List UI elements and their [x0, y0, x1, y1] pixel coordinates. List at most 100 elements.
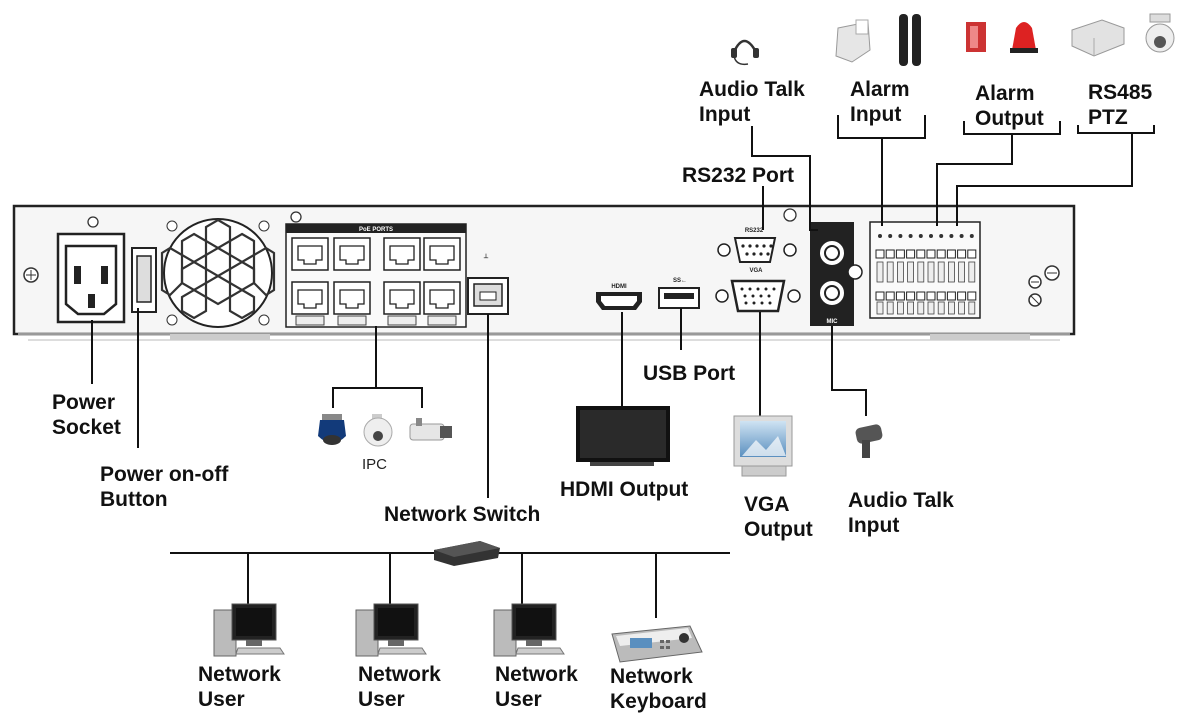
bullet-camera-icon	[409, 418, 452, 441]
network-user-pc-icon	[493, 603, 565, 657]
label-usb-port: USB Port	[643, 362, 736, 385]
mic-panel-label: MIC	[827, 319, 839, 325]
rj45-port-icon	[333, 281, 371, 315]
label-line: RS485	[1088, 81, 1153, 104]
rs232-panel-label: RS232	[745, 228, 764, 234]
poe-ports-label: PoE PORTS	[359, 227, 393, 233]
vga-crt-monitor-icon	[733, 415, 793, 477]
speed-dome-icon	[363, 414, 393, 447]
label-line: Audio Talk	[848, 489, 954, 512]
terminal-screw-icon	[916, 234, 926, 315]
rj45-port-icon	[423, 237, 461, 271]
dome-camera-icon	[318, 414, 346, 445]
label-network-user-3: Network User	[495, 662, 578, 712]
label-network-user-2: Network User	[358, 662, 441, 712]
terminal-screw-icon	[957, 234, 967, 315]
network-switch-icon	[434, 541, 500, 566]
label-line: User	[358, 688, 405, 711]
label-line: User	[495, 688, 542, 711]
fan-grille-icon	[160, 218, 276, 328]
network-user-pc-icon	[355, 603, 427, 657]
rj45-port-icon	[423, 281, 461, 315]
label-line: Input	[699, 103, 751, 126]
ptz-camera-icon	[1145, 13, 1175, 53]
alarm-terminal-block	[869, 221, 981, 319]
terminal-screw-icon	[906, 234, 916, 315]
label-line: Input	[848, 514, 900, 537]
label-audio-talk-input-top: Audio Talk Input	[699, 77, 805, 127]
network-keyboard-icon	[611, 625, 703, 663]
hdmi-monitor-icon	[576, 406, 670, 466]
terminal-screw-icon	[926, 234, 936, 315]
usb-port-icon: SS←	[658, 278, 700, 309]
label-line: Network	[495, 663, 578, 686]
audio-port-block: MIC	[810, 222, 854, 326]
siren-icon	[966, 22, 1038, 53]
label-line: Network	[358, 663, 441, 686]
usb-panel-label: SS←	[673, 278, 687, 284]
label-line: Alarm	[975, 82, 1035, 105]
label-line: Output	[975, 107, 1044, 130]
ptz-decoder-icon	[1071, 19, 1125, 57]
terminal-screw-icon	[895, 234, 905, 315]
label-line: PTZ	[1088, 106, 1128, 129]
connector-lines-top	[751, 115, 1155, 231]
label-line: Output	[744, 518, 813, 541]
label-network-user-1: Network User	[198, 662, 281, 712]
hdmi-port-icon: HDMI	[596, 284, 642, 310]
label-line: Network	[610, 665, 693, 688]
label-audio-talk-input-bottom: Audio Talk Input	[848, 488, 954, 538]
label-rs232-port: RS232 Port	[682, 164, 795, 187]
vga-panel-label: VGA	[749, 268, 763, 274]
label-hdmi-output: HDMI Output	[560, 478, 689, 501]
rj45-port-icon	[291, 237, 329, 271]
rj45-port-icon	[333, 237, 371, 271]
rs232-port-icon: RS232	[717, 228, 797, 263]
rj45-port-icon	[383, 281, 421, 315]
label-line: Power on-off	[100, 463, 229, 486]
beam-sensor-icon	[899, 14, 921, 66]
label-line: Button	[100, 488, 168, 511]
network-user-pc-icon	[213, 603, 285, 657]
screw-icon	[1044, 265, 1060, 281]
label-line: VGA	[744, 493, 790, 516]
label-power-button: Power on-off Button	[100, 462, 228, 512]
power-switch-icon	[131, 247, 157, 313]
network-port-icon: ⊥	[467, 253, 509, 315]
rj45-port-icon	[291, 281, 329, 315]
terminal-screw-icon	[967, 234, 977, 315]
power-socket-icon	[56, 232, 126, 324]
nvr-rear-panel: PoE PORTS ⊥ HDMI SS← RS232	[12, 204, 1076, 341]
label-line: Keyboard	[610, 690, 707, 713]
label-line: Alarm	[850, 78, 910, 101]
terminal-screw-icon	[946, 234, 956, 315]
label-alarm-output: Alarm Output	[975, 81, 1044, 131]
label-rs485-ptz: RS485 PTZ	[1088, 80, 1152, 130]
label-line: Network	[198, 663, 281, 686]
label-line: User	[198, 688, 245, 711]
vga-port-icon: VGA	[715, 268, 801, 313]
microphone-icon	[855, 424, 883, 458]
label-power-socket: Power Socket	[52, 390, 121, 440]
alarm-sensor-icon	[835, 19, 871, 63]
label-line: Power	[52, 391, 116, 414]
label-alarm-input: Alarm Input	[850, 77, 910, 127]
hdmi-panel-label: HDMI	[611, 284, 627, 290]
label-line: Input	[850, 103, 902, 126]
label-network-switch: Network Switch	[384, 503, 541, 526]
screw-icon	[1028, 275, 1042, 289]
terminal-screw-icon	[875, 234, 885, 315]
terminal-screw-icon	[885, 234, 895, 315]
label-line: Audio Talk	[699, 78, 805, 101]
label-line: Socket	[52, 416, 121, 439]
poe-ports-block: PoE PORTS	[285, 223, 467, 328]
screw-icon	[23, 267, 39, 283]
screw-icon	[1028, 293, 1042, 307]
label-network-keyboard: Network Keyboard	[610, 664, 707, 714]
rj45-port-icon	[383, 237, 421, 271]
svg-text:⊥: ⊥	[483, 253, 488, 260]
label-ipc: IPC	[362, 456, 388, 473]
terminal-screw-icon	[936, 234, 946, 315]
